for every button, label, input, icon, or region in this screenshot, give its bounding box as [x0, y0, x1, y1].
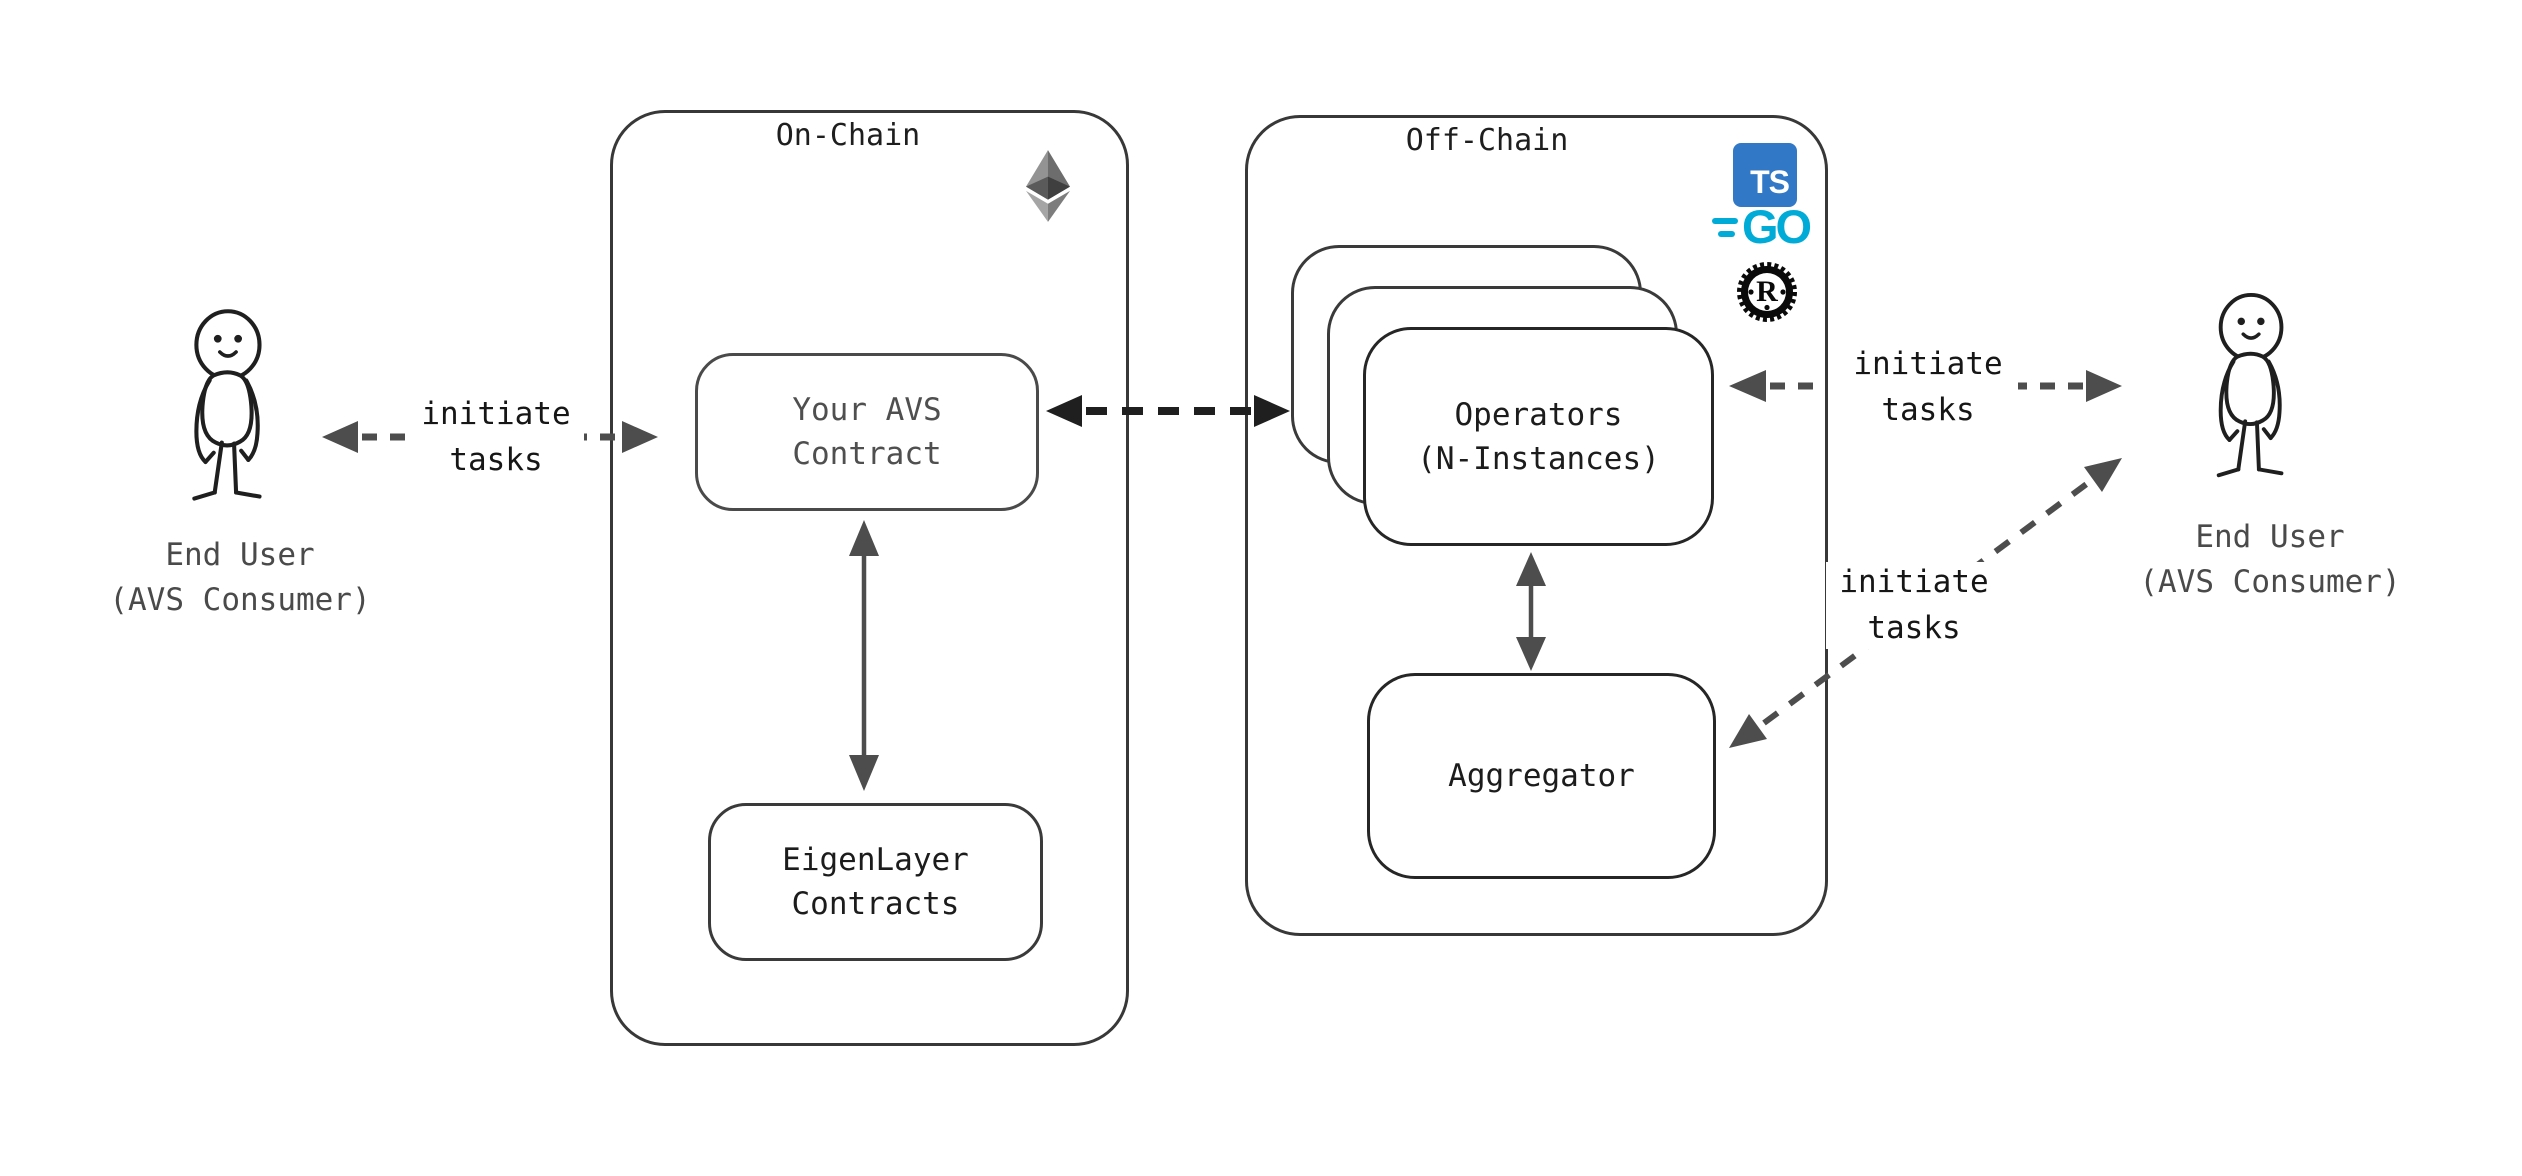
arrow-contract-eigenlayer	[849, 520, 879, 791]
label-initiate-tasks-diagonal-line1: initiate	[1839, 564, 1989, 600]
rust-icon: R	[1737, 262, 1797, 322]
go-icon: GO	[1712, 200, 1812, 253]
go-icon-speedlines	[1712, 217, 1738, 237]
node-eigenlayer-contracts: EigenLayer Contracts	[708, 803, 1043, 961]
arrow-operators-user	[1729, 370, 2122, 402]
label-initiate-tasks-left: initiate tasks	[408, 394, 584, 481]
end-user-left-title: End User	[165, 537, 315, 573]
node-your-avs-contract-line1: Your AVS	[792, 392, 942, 428]
node-operators: Operators (N-Instances)	[1363, 327, 1714, 546]
node-eigenlayer-line2: Contracts	[791, 886, 960, 922]
onchain-container	[610, 110, 1129, 1046]
offchain-title: Off-Chain	[1405, 123, 1569, 158]
node-eigenlayer-line1: EigenLayer	[782, 842, 969, 878]
offchain-container	[1245, 115, 1828, 936]
arrow-contract-operators	[1046, 395, 1290, 427]
typescript-icon: TS	[1733, 143, 1797, 207]
end-user-left-caption: End User (AVS Consumer)	[85, 533, 395, 623]
label-initiate-tasks-diagonal-line2: tasks	[1867, 610, 1961, 646]
end-user-right-figure	[2216, 292, 2284, 478]
end-user-left-figure	[192, 309, 262, 501]
node-operators-line2: (N-Instances)	[1417, 440, 1660, 477]
node-your-avs-contract: Your AVS Contract	[695, 353, 1039, 511]
label-initiate-tasks-left-line2: tasks	[449, 442, 543, 478]
rust-icon-letter: R	[1756, 275, 1778, 308]
onchain-title: On-Chain	[775, 118, 921, 153]
arrow-operators-aggregator	[1516, 552, 1546, 671]
node-aggregator-label: Aggregator	[1448, 758, 1635, 794]
label-initiate-tasks-diagonal: initiate tasks	[1826, 562, 2002, 649]
label-initiate-tasks-left-line1: initiate	[421, 396, 571, 432]
ethereum-icon	[1026, 150, 1070, 222]
end-user-right-subtitle: (AVS Consumer)	[2139, 564, 2401, 600]
typescript-icon-label: TS	[1750, 164, 1790, 200]
end-user-right-caption: End User (AVS Consumer)	[2115, 515, 2425, 605]
node-operators-line1: Operators	[1454, 396, 1623, 433]
node-your-avs-contract-line2: Contract	[792, 436, 942, 472]
go-icon-label: GO	[1742, 200, 1812, 253]
node-aggregator: Aggregator	[1367, 673, 1716, 879]
label-initiate-tasks-top-right-line1: initiate	[1853, 346, 2003, 382]
label-initiate-tasks-top-right-line2: tasks	[1881, 392, 1975, 428]
end-user-left-subtitle: (AVS Consumer)	[109, 582, 371, 618]
label-initiate-tasks-top-right: initiate tasks	[1838, 344, 2018, 431]
end-user-right-title: End User	[2195, 519, 2345, 555]
